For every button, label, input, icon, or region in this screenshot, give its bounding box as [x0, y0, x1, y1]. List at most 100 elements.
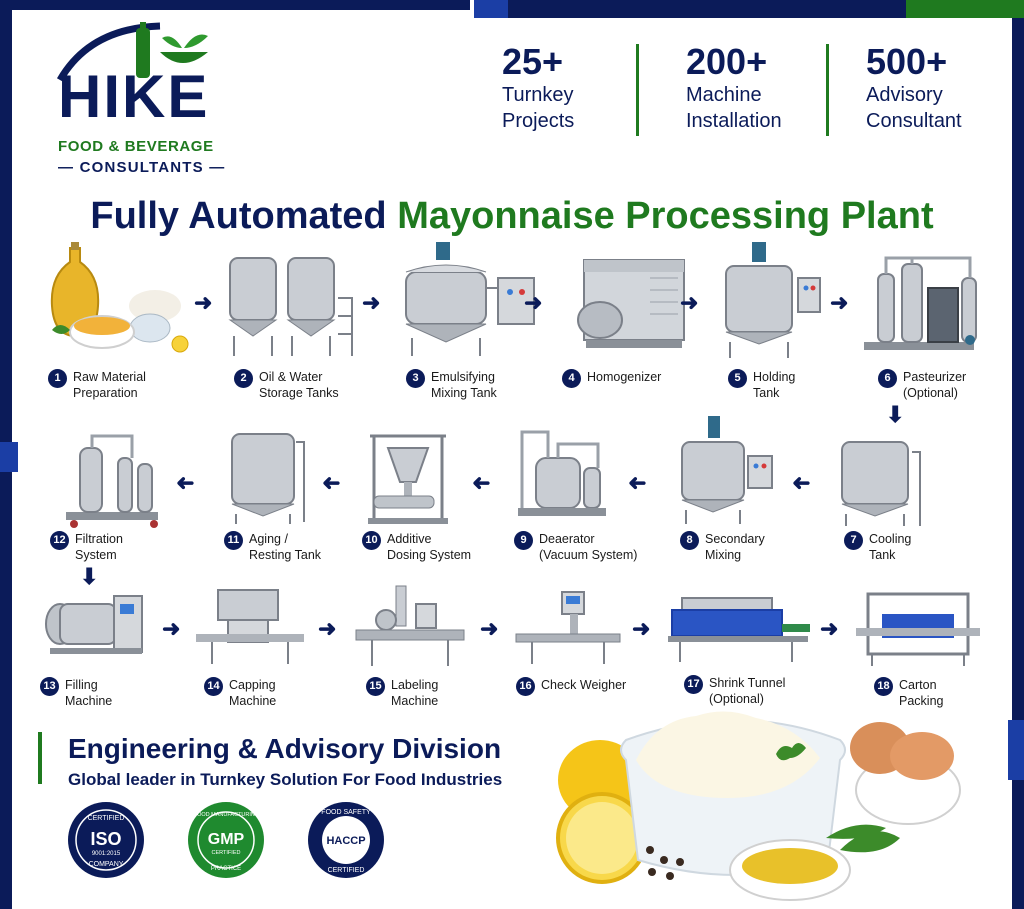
step-label: (Vacuum System) — [539, 548, 638, 562]
arrow-left-icon: ➜ — [628, 470, 647, 495]
step-label: Deaerator — [539, 532, 595, 546]
title-part-1: Fully Automated — [90, 195, 398, 237]
arrow-left-icon: ➜ — [176, 470, 195, 495]
dosing-hopper-icon — [368, 434, 448, 524]
step-number-badge: 3 — [406, 369, 425, 388]
step-label: Emulsifying — [431, 370, 495, 384]
step-number-badge: 15 — [366, 677, 385, 696]
step-label: Secondary — [705, 532, 765, 546]
step-label: Machine — [65, 694, 113, 708]
frame-top-green — [906, 0, 1024, 18]
stat-divider — [826, 44, 829, 136]
step-label: Shrink Tunnel — [709, 676, 786, 690]
holding-tank-icon — [725, 242, 821, 358]
step-label: Resting Tank — [249, 548, 322, 562]
haccp-main-text: HACCP — [326, 835, 365, 847]
arrow-right-icon: ➜ — [632, 616, 651, 641]
step-label: Oil & Water — [259, 370, 323, 384]
step-number-badge: 17 — [684, 675, 703, 694]
step-label: (Optional) — [903, 386, 958, 400]
division-title: Engineering & Advisory Division — [68, 733, 502, 764]
step-number-badge: 11 — [224, 531, 243, 550]
stat-label: Projects — [502, 110, 575, 132]
arrow-right-icon: ➜ — [362, 290, 381, 315]
deaerator-icon — [518, 430, 606, 516]
step-label: (Optional) — [709, 692, 764, 706]
step-label: Holding — [753, 370, 796, 384]
step-label: Additive — [387, 532, 432, 546]
step-label: Capping — [229, 678, 276, 692]
stat-divider — [636, 44, 639, 136]
step-number-badge: 7 — [844, 531, 863, 550]
arrow-left-icon: ➜ — [472, 470, 491, 495]
arrow-right-icon: ➜ — [680, 290, 699, 315]
arrow-right-icon: ➜ — [830, 290, 849, 315]
step-number-badge: 18 — [874, 677, 893, 696]
step-label: Filling — [65, 678, 98, 692]
step-label: Mixing Tank — [431, 386, 497, 400]
arrow-right-icon: ➜ — [318, 616, 337, 641]
division-accent-bar — [38, 732, 42, 784]
iso-bottom-text: COMPANY — [89, 861, 124, 868]
stat-advisory: 500+ Advisory Consultant — [866, 42, 962, 134]
step-number-badge: 4 — [562, 369, 581, 388]
arrow-right-icon: ➜ — [194, 290, 213, 315]
step-label: Machine — [229, 694, 277, 708]
filling-machine-icon — [45, 595, 143, 654]
step-label: Tank — [869, 548, 896, 562]
step-number-badge: 1 — [48, 369, 67, 388]
step-label: Packing — [899, 694, 944, 708]
division-subtitle: Global leader in Turnkey Solution For Fo… — [68, 770, 503, 789]
step-label: System — [75, 548, 117, 562]
check-weigher-icon — [515, 591, 621, 664]
step-number-badge: 5 — [728, 369, 747, 388]
gmp-main-text: GMP — [208, 831, 245, 848]
frame-right-accent — [1008, 720, 1024, 780]
mixing-tank-icon — [681, 416, 773, 524]
step-label: Filtration — [75, 532, 123, 546]
carton-packer-icon — [856, 592, 980, 666]
stat-number: 200+ — [686, 41, 768, 82]
gmp-sub-text: CERTIFIED — [212, 850, 241, 856]
labeling-machine-icon — [355, 585, 465, 666]
gmp-ring-text: GOOD MANUFACTURING — [193, 812, 259, 818]
stat-number: 500+ — [866, 41, 948, 82]
arrow-down-icon: ⬇ — [886, 402, 905, 427]
stat-installation: 200+ Machine Installation — [686, 42, 782, 134]
title-part-2: Mayonnaise Processing Plant — [397, 195, 934, 237]
arrow-right-icon: ➜ — [480, 616, 499, 641]
step-label: Cooling — [869, 532, 912, 546]
frame-top-bar-right — [508, 0, 906, 18]
step-label: Machine — [391, 694, 439, 708]
arrow-right-icon: ➜ — [162, 616, 181, 641]
aging-tank-icon — [231, 433, 305, 524]
logo-tagline-1: FOOD & BEVERAGE — [58, 138, 214, 155]
step-17-caption: 17 Shrink Tunnel (Optional) — [684, 675, 854, 707]
arrow-left-icon: ➜ — [792, 470, 811, 495]
gmp-bottom-text: PRACTICE — [211, 866, 241, 872]
step-number-badge: 8 — [680, 531, 699, 550]
step-label: Mixing — [705, 548, 742, 562]
step-number-badge: 12 — [50, 531, 69, 550]
step-label: Preparation — [73, 386, 138, 400]
iso-main-text: ISO — [90, 829, 121, 849]
frame-right-bar — [1012, 18, 1024, 909]
gmp-certified-badge: GOOD MANUFACTURING GMP CERTIFIED PRACTIC… — [188, 802, 264, 878]
stat-label: Advisory — [866, 84, 943, 106]
company-logo: HIKE FOOD & BEVERAGE — CONSULTANTS — — [50, 22, 260, 182]
stat-label: Turnkey — [502, 84, 574, 106]
stat-label: Consultant — [866, 110, 962, 132]
